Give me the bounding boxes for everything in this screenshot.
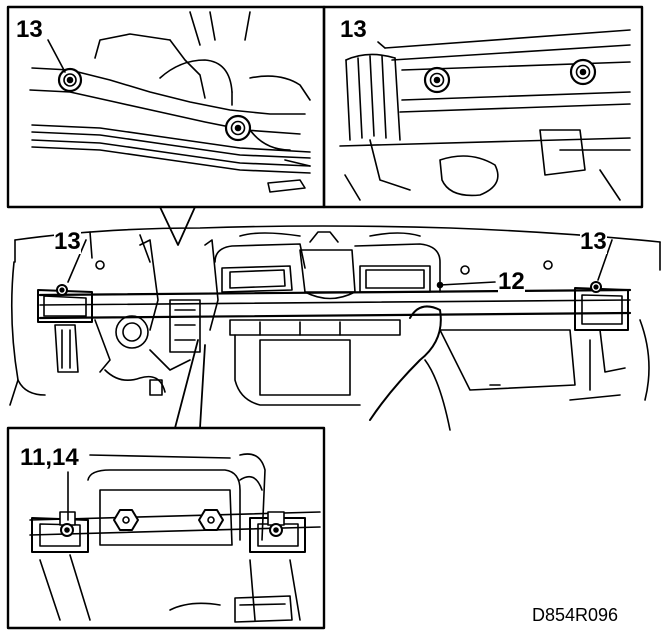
nut (569, 58, 597, 86)
nut (590, 281, 602, 293)
main-view (9, 225, 661, 431)
bolt (60, 523, 74, 537)
inset-top-left (6, 5, 326, 209)
hex-nut (198, 509, 224, 531)
bolt (269, 523, 283, 537)
inset-leader (174, 339, 206, 429)
nut (57, 67, 83, 93)
callout-11-14-bottom: 11,14 (20, 444, 79, 471)
callout-12-main-center: 12 (498, 268, 525, 295)
callout-13-top-right: 13 (340, 16, 367, 43)
callout-13-main-right: 13 (580, 228, 607, 255)
nut (56, 284, 68, 296)
callout-13-top-left: 13 (16, 16, 43, 43)
inset-leader (159, 206, 196, 246)
inset-top-right (322, 5, 644, 209)
hex-nut (113, 509, 139, 531)
inset-bottom (6, 426, 326, 630)
nut (423, 66, 451, 94)
drawing-code: D854R096 (532, 605, 619, 625)
callout-13-main-left: 13 (54, 228, 81, 255)
nut (224, 114, 252, 142)
leader-lines (47, 39, 613, 521)
